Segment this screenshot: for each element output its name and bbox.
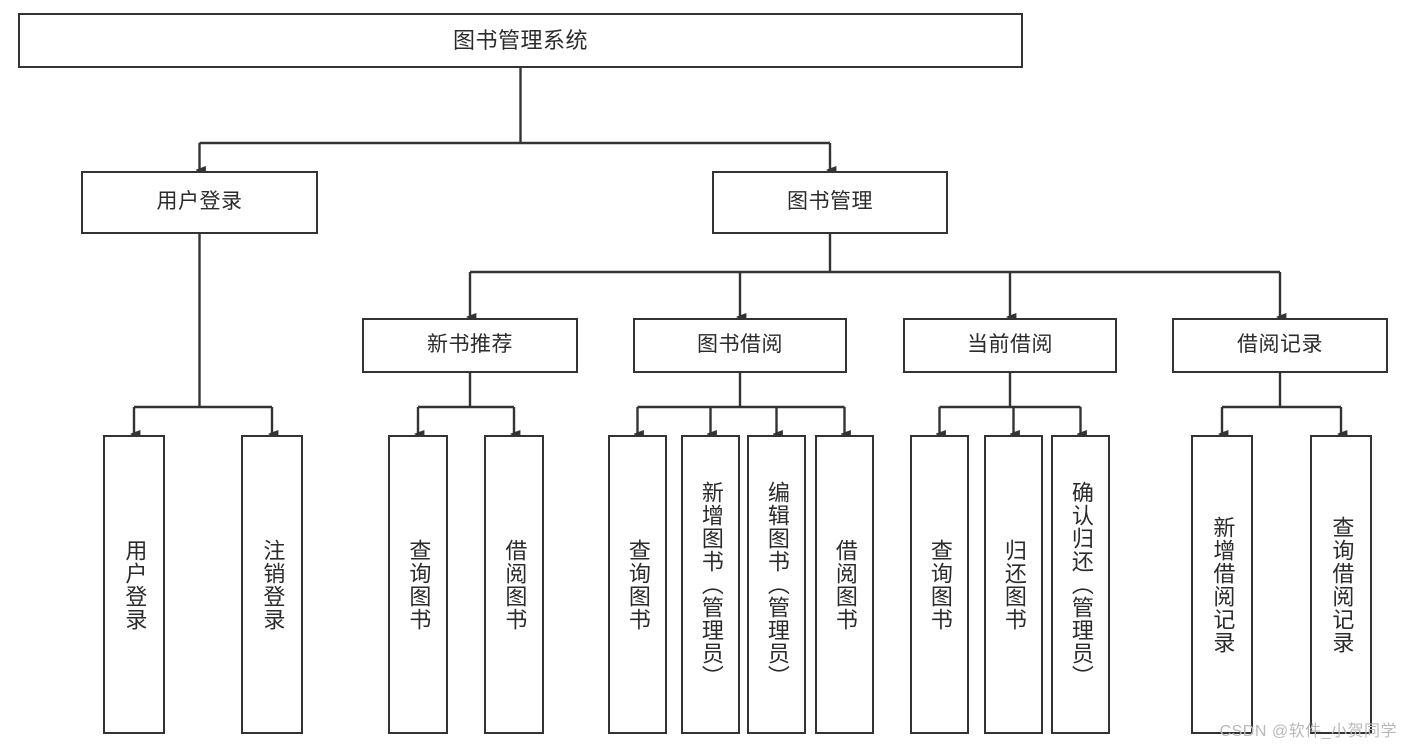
node-leaf-query-book-2[interactable]: 查询图书 bbox=[608, 435, 667, 734]
node-label-leaf-user-logout: 注销登录 bbox=[260, 538, 286, 631]
node-book-manage[interactable]: 图书管理 bbox=[712, 171, 948, 234]
node-borrow-record[interactable]: 借阅记录 bbox=[1172, 318, 1388, 373]
node-leaf-user-logout[interactable]: 注销登录 bbox=[241, 435, 303, 734]
node-label-leaf-return-book: 归还图书 bbox=[1001, 538, 1027, 631]
node-leaf-borrow-book-2[interactable]: 借阅图书 bbox=[815, 435, 874, 734]
node-label-leaf-borrow-book-1: 借阅图书 bbox=[502, 538, 528, 631]
node-label-new-book-recommend: 新书推荐 bbox=[427, 333, 513, 357]
node-new-book-recommend[interactable]: 新书推荐 bbox=[362, 318, 578, 373]
node-leaf-confirm-return[interactable]: 确认归还（管理员） bbox=[1051, 435, 1110, 734]
node-label-user-login: 用户登录 bbox=[156, 190, 243, 214]
node-label-book-manage: 图书管理 bbox=[787, 190, 873, 214]
node-current-borrow[interactable]: 当前借阅 bbox=[903, 318, 1117, 373]
node-leaf-query-book-3[interactable]: 查询图书 bbox=[910, 435, 969, 734]
node-label-leaf-confirm-return: 确认归还（管理员） bbox=[1068, 481, 1094, 688]
node-label-leaf-query-book-3: 查询图书 bbox=[927, 538, 953, 631]
node-label-leaf-add-record: 新增借阅记录 bbox=[1210, 515, 1236, 654]
node-label-leaf-query-book-1: 查询图书 bbox=[406, 538, 432, 631]
node-label-leaf-user-login: 用户登录 bbox=[122, 538, 148, 631]
node-leaf-query-record[interactable]: 查询借阅记录 bbox=[1310, 435, 1372, 734]
node-label-current-borrow: 当前借阅 bbox=[967, 333, 1053, 357]
node-label-leaf-query-record: 查询借阅记录 bbox=[1329, 515, 1355, 654]
csdn-watermark: CSDN @软件_小贺同学 bbox=[1219, 723, 1397, 740]
node-label-borrow-record: 借阅记录 bbox=[1237, 333, 1323, 357]
node-label-book-borrow: 图书借阅 bbox=[697, 333, 783, 357]
node-leaf-user-login[interactable]: 用户登录 bbox=[103, 435, 165, 734]
node-label-root: 图书管理系统 bbox=[452, 27, 588, 53]
node-label-leaf-borrow-book-2: 借阅图书 bbox=[832, 538, 858, 631]
node-leaf-add-book[interactable]: 新增图书（管理员） bbox=[681, 435, 740, 734]
node-label-leaf-edit-book: 编辑图书（管理员） bbox=[764, 481, 790, 688]
node-leaf-edit-book[interactable]: 编辑图书（管理员） bbox=[747, 435, 806, 734]
node-leaf-borrow-book-1[interactable]: 借阅图书 bbox=[484, 435, 544, 734]
node-label-leaf-query-book-2: 查询图书 bbox=[625, 538, 651, 631]
node-label-leaf-add-book: 新增图书（管理员） bbox=[698, 481, 724, 688]
node-root[interactable]: 图书管理系统 bbox=[18, 13, 1023, 68]
node-book-borrow[interactable]: 图书借阅 bbox=[633, 318, 847, 373]
node-user-login[interactable]: 用户登录 bbox=[81, 171, 318, 234]
node-leaf-return-book[interactable]: 归还图书 bbox=[984, 435, 1043, 734]
node-leaf-query-book-1[interactable]: 查询图书 bbox=[388, 435, 448, 734]
node-leaf-add-record[interactable]: 新增借阅记录 bbox=[1191, 435, 1253, 734]
